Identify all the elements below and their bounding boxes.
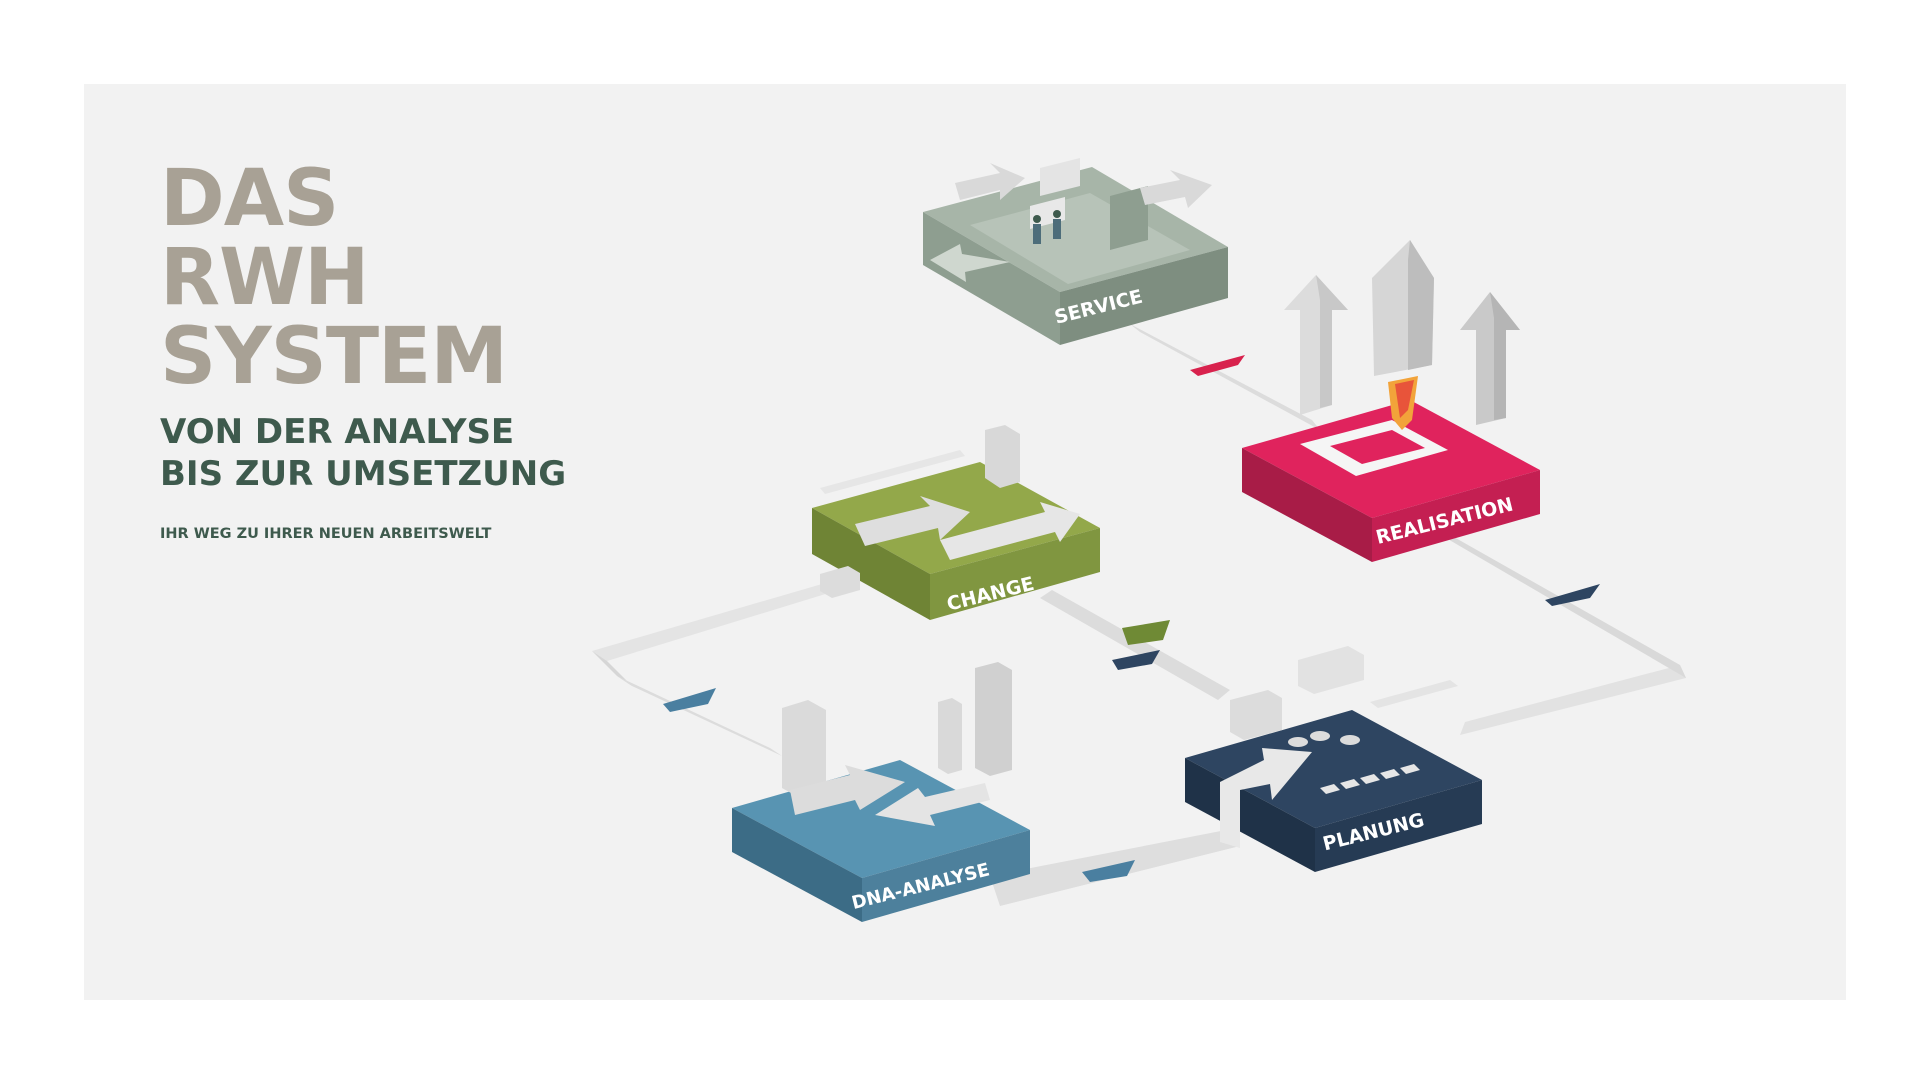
flow-arrow-icon [1220,748,1312,848]
title-rwh: RWH [160,233,369,323]
subtitle-line-2: BIS ZUR UMSETZUNG [160,454,567,494]
change-tower [985,425,1020,488]
change-rail [820,450,965,494]
flow-arrow-icon [940,502,1080,560]
path-real-to-service [1130,324,1320,430]
planung-side-left [1185,758,1315,872]
path-change-to-left [592,584,832,661]
path-planung-to-right [1460,665,1686,735]
planung-block-left [1230,690,1282,740]
realisation-frame-hole [1330,430,1425,464]
flow-arrow-icon [790,765,905,815]
dna-tower-left [782,700,826,798]
planung-side-right [1315,780,1482,872]
rocket-icon [1372,240,1434,430]
service-partition-block [1110,186,1148,250]
arrow-icon-green [1122,620,1170,645]
title-das: DAS [160,154,339,244]
up-arrow-icon [1460,292,1520,425]
title-system: SYSTEM [160,312,508,402]
stage-service: SERVICE [923,158,1228,345]
stage-change: CHANGE [812,425,1100,620]
block-icon [820,566,860,598]
planung-block-top [1298,646,1364,694]
arrow-icon-blue-left [663,688,716,712]
change-side-left [812,508,930,620]
flow-arrow-icon [1140,170,1212,208]
change-side-right [930,528,1100,620]
planung-rail [1370,680,1458,708]
flow-arrow-icon [855,496,970,546]
arrow-icon-blue-bottom [1082,860,1135,882]
realisation-side-left [1242,448,1372,562]
tagline: IHR WEG ZU IHRER NEUEN ARBEITSWELT [160,526,492,542]
dna-tower-right [975,662,1012,776]
planung-top [1185,710,1482,828]
people-icon [1033,210,1061,244]
service-side-left [923,212,1060,345]
arrow-icon-navy-right [1545,584,1600,606]
flow-arrow-icon [875,783,990,826]
stage-planung: PLANUNG [1185,646,1482,872]
stage-dna-analyse: DNA-ANALYSE [732,662,1030,922]
path-left-to-dna [617,676,782,756]
subtitle-line-1: VON DER ANALYSE [160,412,515,452]
dna-tower-mid [938,698,962,774]
stage-realisation: REALISATION [1242,240,1540,562]
service-side-right [1060,247,1228,345]
dna-side-right [862,830,1030,922]
path-change-to-planung [1040,590,1230,700]
arrow-icon-navy-mid [1112,650,1160,670]
dna-side-left [732,808,862,922]
flow-arrow-icon [955,163,1025,200]
flow-arrow-icon [930,244,1010,282]
service-screen [1040,158,1080,196]
service-floor [970,193,1190,284]
path-left-corner [592,651,632,686]
arrow-icon-red [1190,355,1245,376]
realisation-side-right [1372,470,1540,562]
block-icon [1288,731,1420,794]
up-arrow-icon [1284,275,1348,415]
